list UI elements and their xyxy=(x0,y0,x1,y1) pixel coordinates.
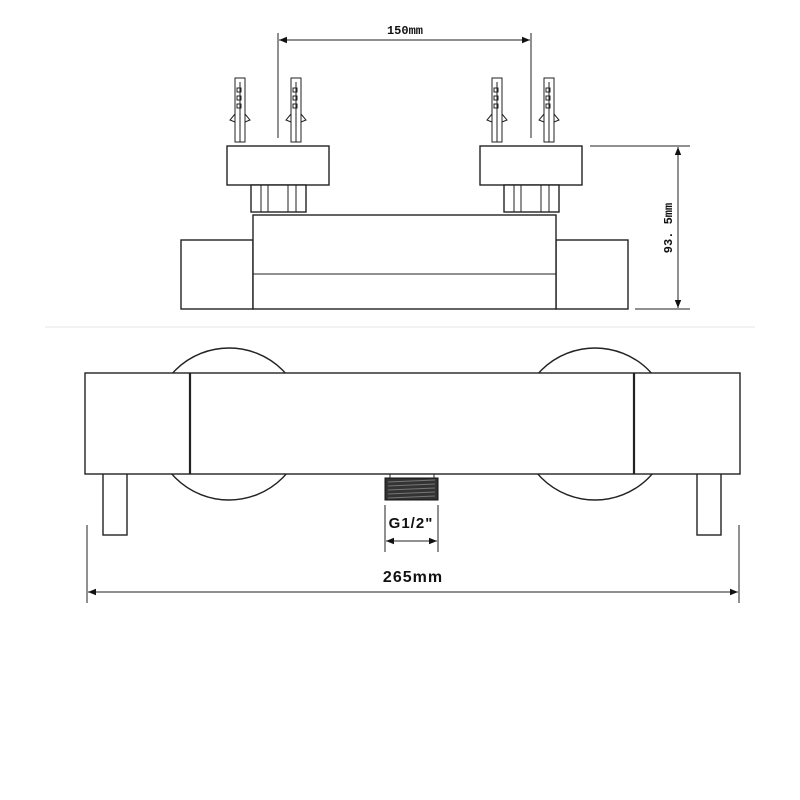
outlet-fitting xyxy=(384,473,439,501)
dimension-label-150: 150mm xyxy=(387,24,423,38)
wall-anchor xyxy=(486,77,508,143)
right-leg xyxy=(696,469,722,536)
front-view: G1/2" 265mm xyxy=(84,347,741,603)
dimension-label-93-5: 93. 5mm xyxy=(662,203,676,253)
left-nut xyxy=(250,184,307,213)
right-side-pipe xyxy=(555,239,629,310)
right-nut xyxy=(503,184,560,213)
left-leg xyxy=(102,469,128,536)
left-side-pipe xyxy=(180,239,254,310)
left-flange xyxy=(226,145,330,186)
anchors xyxy=(229,77,560,143)
right-flange xyxy=(479,145,583,186)
wall-anchor xyxy=(229,77,251,143)
wall-anchor xyxy=(285,77,307,143)
thread-label: G1/2" xyxy=(389,515,434,532)
top-view: 150mm 93. 5mm xyxy=(180,24,690,310)
wall-anchor xyxy=(538,77,560,143)
mixer-body-front xyxy=(84,372,741,475)
mixer-body-top xyxy=(252,214,557,310)
dimension-label-265: 265mm xyxy=(383,569,443,586)
